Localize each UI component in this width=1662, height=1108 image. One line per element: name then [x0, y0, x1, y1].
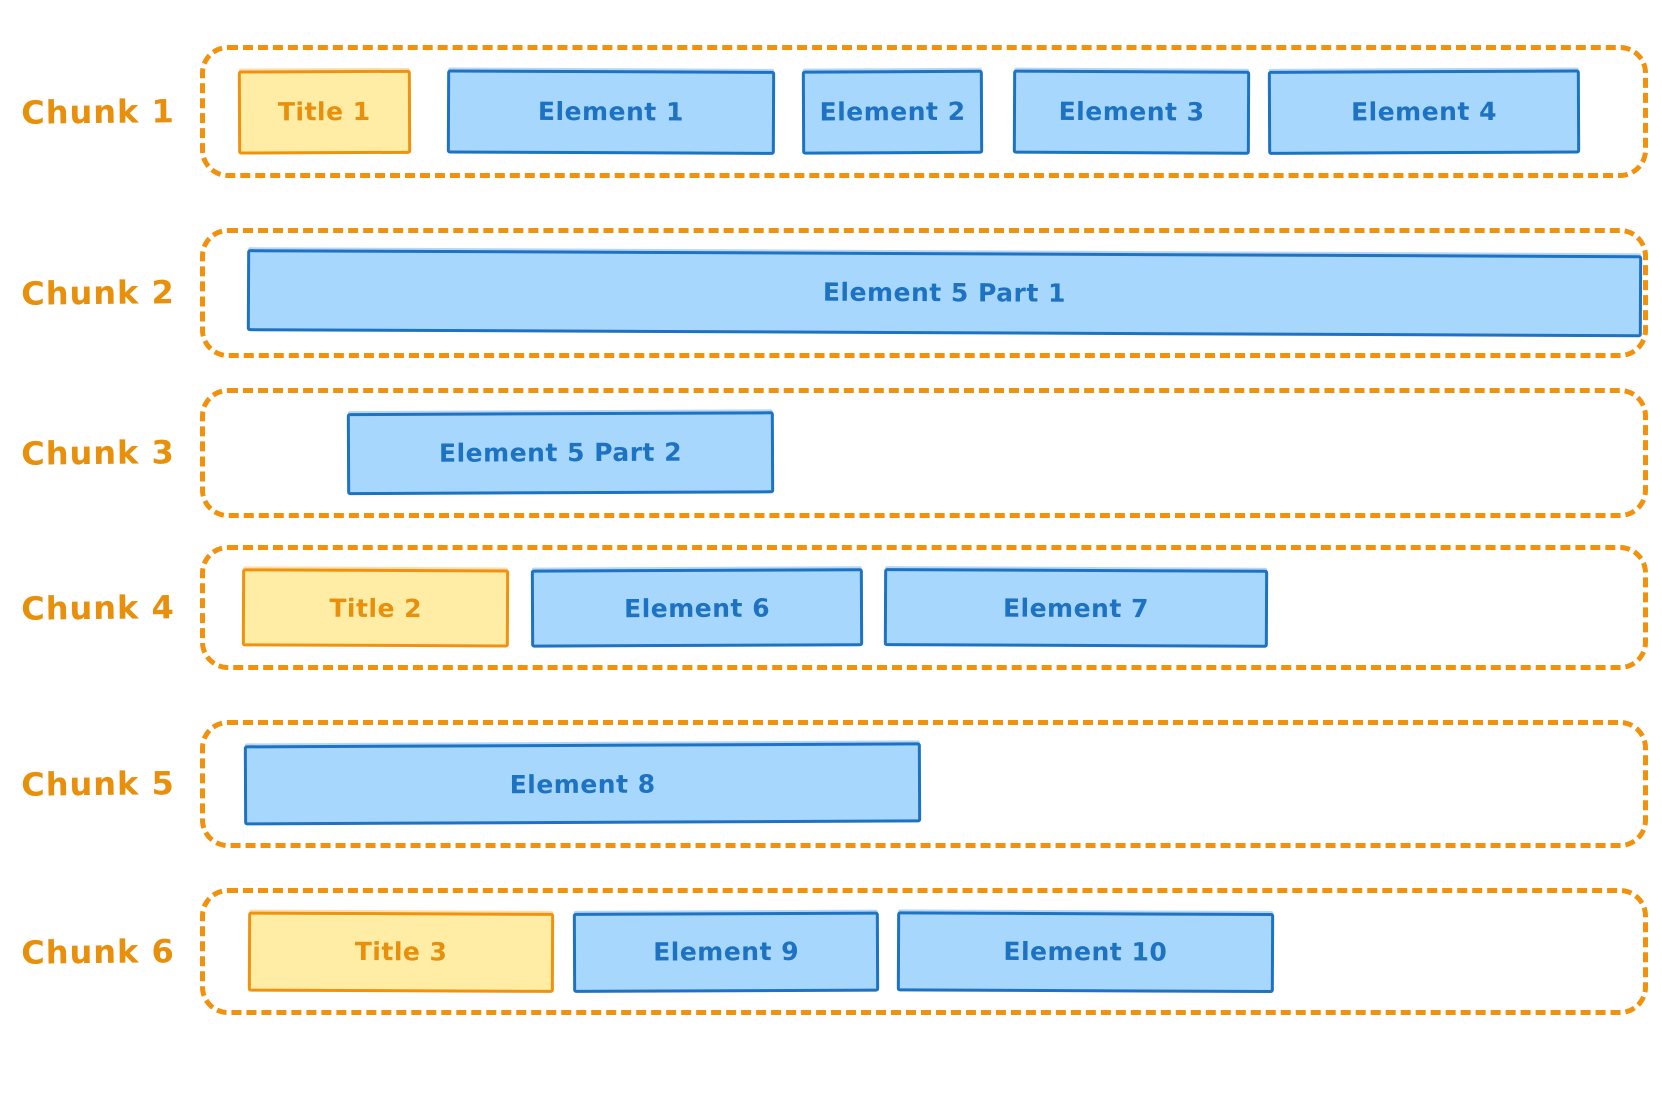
- chunk-dashed-container: Element 5 Part 2: [200, 388, 1648, 518]
- title-box: Title 1: [237, 69, 411, 154]
- element-box: Element 5 Part 2: [347, 411, 775, 495]
- chunk-label: Chunk 4: [21, 587, 175, 628]
- element-box: Element 1: [446, 68, 775, 155]
- chunk-label: Chunk 6: [21, 931, 175, 972]
- element-box: Element 10: [896, 910, 1274, 993]
- chunk-dashed-container: Element 8: [200, 720, 1648, 848]
- title-box: Title 2: [242, 567, 510, 648]
- chunk-label: Chunk 2: [21, 273, 175, 313]
- element-box: Element 9: [572, 911, 880, 992]
- chunk-row-5: Chunk 5 Element 8: [0, 720, 1662, 848]
- element-box: Element 7: [883, 567, 1268, 648]
- chunk-label: Chunk 3: [21, 433, 175, 473]
- element-box: Element 5 Part 1: [246, 249, 1642, 337]
- title-box: Title 3: [247, 911, 555, 992]
- element-box: Element 3: [1012, 69, 1251, 154]
- chunk-label: Chunk 5: [21, 764, 175, 804]
- element-box: Element 6: [531, 567, 864, 648]
- chunk-dashed-container: Element 5 Part 1: [200, 228, 1648, 358]
- chunk-row-3: Chunk 3 Element 5 Part 2: [0, 388, 1662, 518]
- element-box: Element 4: [1267, 69, 1580, 154]
- chunk-row-2: Chunk 2 Element 5 Part 1: [0, 228, 1662, 358]
- element-box: Element 8: [243, 742, 922, 826]
- chunk-label: Chunk 1: [21, 91, 175, 132]
- element-box: Element 2: [801, 69, 984, 154]
- chunk-row-1: Chunk 1 Title 1 Element 1 Element 2 Element …: [0, 45, 1662, 178]
